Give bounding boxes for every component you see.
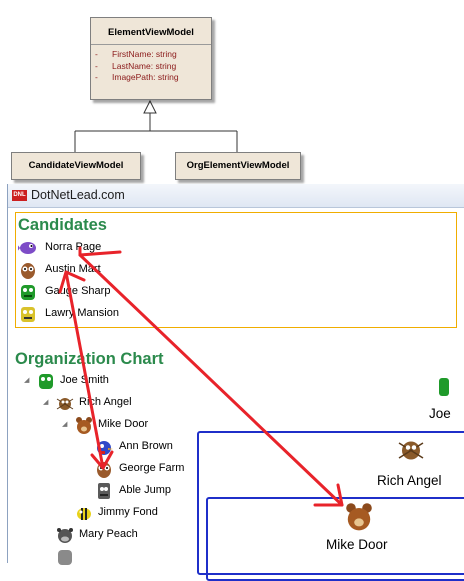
attribute-firstname: -FirstName: string (95, 49, 177, 59)
cow-icon (57, 528, 73, 543)
title-bar[interactable]: DNL DotNetLead.com (8, 184, 464, 208)
node-name: Able Jump (119, 484, 171, 496)
class-name: ElementViewModel (91, 18, 211, 45)
spider-icon (56, 398, 74, 410)
monster-icon (58, 550, 72, 565)
node-name: George Farm (119, 462, 185, 474)
element-view-model-class: ElementViewModel -FirstName: string -Las… (90, 17, 212, 100)
node-name: Mary Peach (79, 528, 138, 540)
annotation-arrows (58, 246, 344, 507)
bee-icon (77, 508, 91, 520)
chart-node-mike-door-name: Mike Door (326, 537, 388, 552)
candidates-heading: Candidates (18, 216, 107, 234)
owl-icon (21, 263, 35, 279)
green-monster-icon (439, 378, 449, 396)
chart-node-rich-angel-name: Rich Angel (377, 473, 442, 488)
node-name: Ann Brown (119, 440, 173, 452)
attribute-lastname: -LastName: string (95, 60, 177, 71)
uml-inheritance-lines (74, 99, 238, 152)
collapse-arrow-icon[interactable]: ◢ (43, 399, 49, 406)
node-name: Joe Smith (60, 374, 109, 386)
class-name: OrgElementViewModel (186, 160, 290, 171)
app-window: DNL DotNetLead.com Candidates Norra Page… (7, 184, 464, 581)
green-monster-icon (21, 285, 35, 300)
org-chart-heading: Organization Chart (15, 350, 164, 368)
yellow-monster-icon (21, 307, 35, 322)
node-name: Jimmy Fond (98, 506, 158, 518)
candidate-name: Norra Page (45, 241, 102, 253)
candidate-view-model-class: CandidateViewModel (11, 152, 141, 180)
green-monster-icon (39, 374, 53, 389)
app-logo-icon: DNL (12, 190, 27, 201)
bear-icon (76, 417, 92, 434)
collapse-arrow-icon[interactable]: ◢ (24, 377, 30, 384)
candidates-panel: Candidates Norra Page Austin Mart Gauge … (15, 212, 457, 328)
class-name: CandidateViewModel (28, 160, 124, 171)
candidate-name: Lawry Mansion (45, 307, 119, 319)
robot-icon (98, 483, 110, 499)
window-title: DotNetLead.com (31, 188, 125, 202)
chart-node-joe-name: Joe (429, 406, 451, 421)
attribute-imagepath: -ImagePath: string (95, 72, 179, 82)
node-name: Mike Door (98, 418, 149, 430)
candidate-name: Austin Mart (45, 263, 101, 275)
collapse-arrow-icon[interactable]: ◢ (62, 421, 68, 428)
org-element-view-model-class: OrgElementViewModel (175, 152, 301, 180)
spider-icon (398, 441, 424, 460)
bear-icon (346, 503, 372, 531)
fish-icon (18, 242, 36, 254)
class-attributes: -FirstName: string -LastName: string -Im… (91, 49, 211, 84)
